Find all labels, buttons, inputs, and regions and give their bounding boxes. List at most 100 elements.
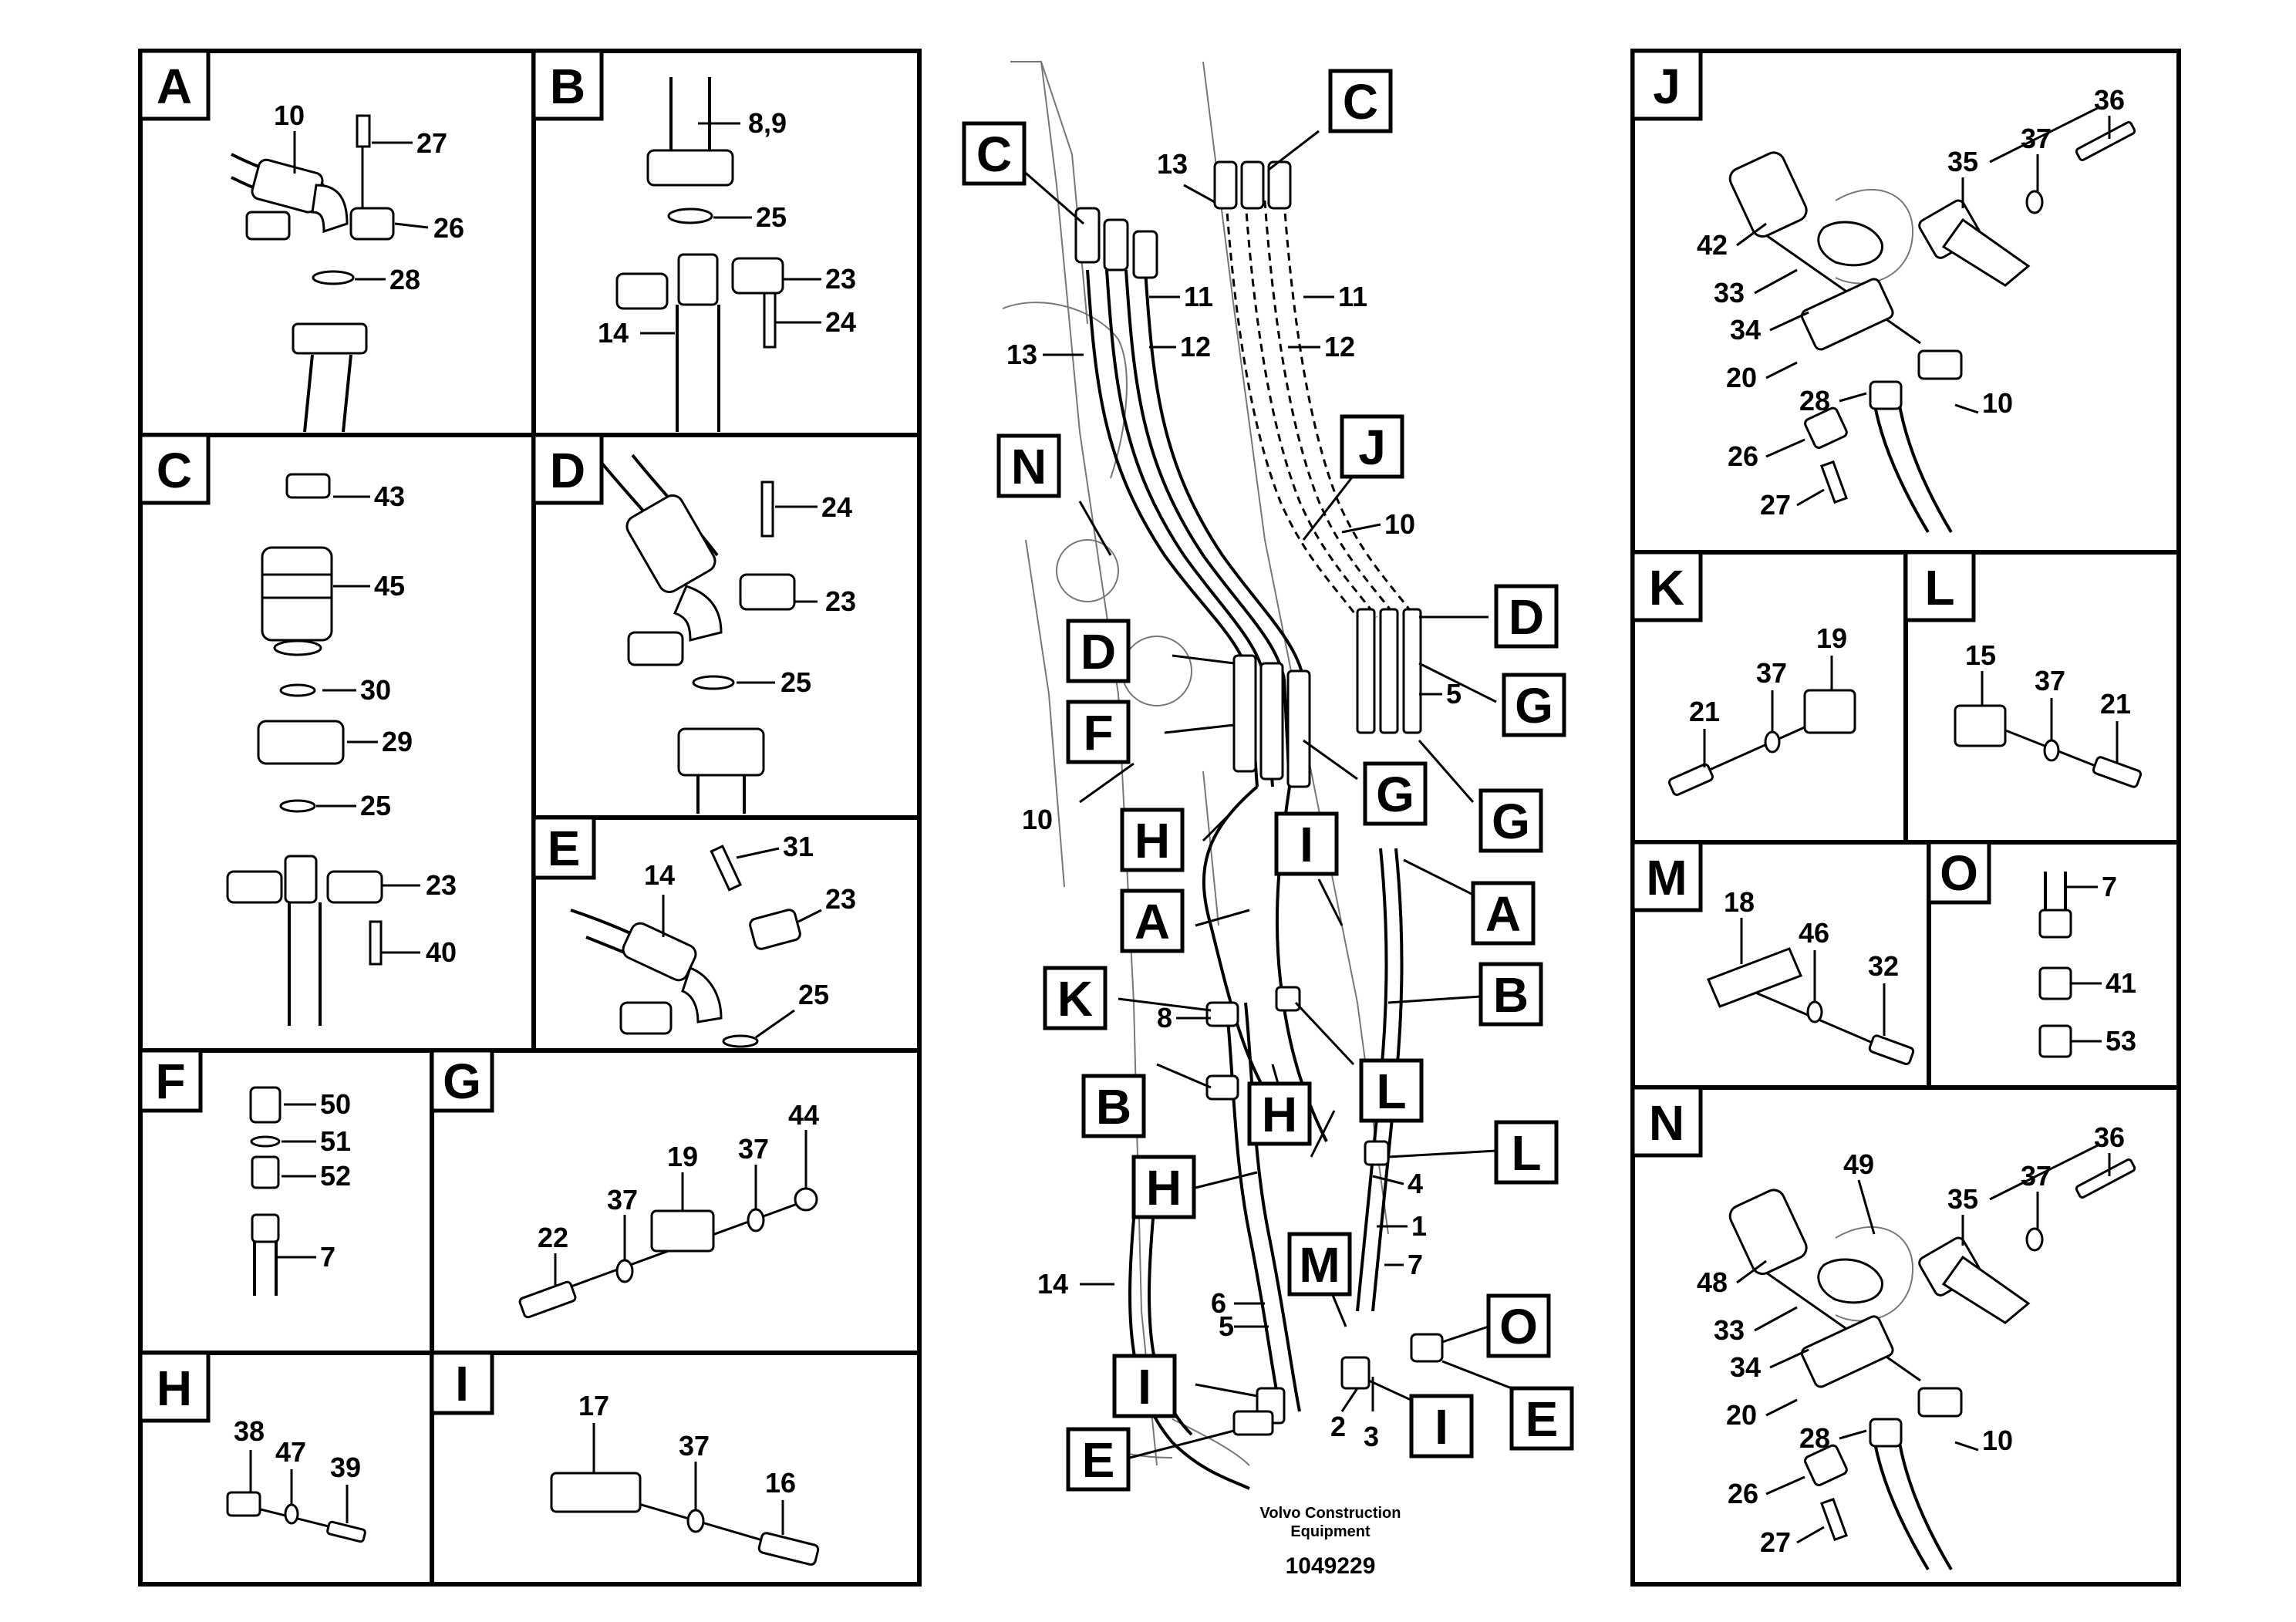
main-callout-11: 4 [1408,1168,1423,1199]
callout-h-2: 47 [275,1436,306,1468]
tag-c-1: C [962,121,1027,186]
callout-n-4: 35 [1947,1183,1978,1215]
callout-a-1: 10 [274,99,305,131]
callout-m-1: 18 [1724,886,1755,918]
callout-j-8: 28 [1799,385,1830,416]
detail-panel-o: O 7 41 53 [1927,840,2181,1090]
tag-l-1: L [1359,1058,1424,1123]
callout-k-1: 21 [1689,696,1720,727]
panel-c-label: C [157,443,192,498]
tag-j: J [1340,414,1404,479]
tag-e-2: E [1066,1427,1131,1492]
callout-b-1: 8,9 [748,107,787,139]
callout-n-12: 27 [1760,1526,1791,1558]
tag-b-2: B [1081,1074,1146,1138]
callout-g-5: 22 [538,1222,568,1253]
callout-j-7: 20 [1726,362,1757,393]
detail-panel-d: D 24 23 25 [531,433,922,820]
callout-m-3: 32 [1868,950,1899,982]
tag-i-3: I [1409,1394,1474,1458]
svg-text:H: H [1262,1087,1297,1142]
callout-c-7: 40 [426,936,457,968]
callout-k-2: 37 [1756,657,1787,689]
main-callout-4: 13 [1006,339,1037,370]
callout-j-5: 33 [1714,277,1745,309]
callout-m-2: 46 [1799,917,1829,949]
callout-f-1: 50 [320,1088,351,1120]
panel-o-label: O [1940,845,1978,901]
callout-k-3: 19 [1816,622,1847,654]
callout-b-5: 14 [598,317,629,349]
main-callout-15: 6 [1211,1287,1226,1319]
tag-g-2: G [1363,761,1428,826]
tag-h-1: H [1120,808,1185,872]
callout-o-3: 53 [2106,1025,2136,1057]
callout-i-1: 17 [578,1390,609,1421]
callout-o-2: 41 [2106,967,2136,999]
callout-b-4: 24 [825,306,856,338]
callout-g-3: 19 [667,1141,698,1172]
tag-i-2: I [1112,1354,1177,1418]
svg-text:E: E [1526,1391,1559,1447]
svg-text:C: C [1343,74,1378,130]
detail-panel-n: N 49 36 37 35 48 33 34 20 28 [1630,1085,2181,1587]
callout-a-2: 27 [416,127,447,159]
main-callout-16: 5 [1219,1310,1234,1342]
callout-f-4: 7 [320,1241,335,1273]
callout-f-3: 52 [320,1160,351,1192]
panel-k-label: K [1649,560,1684,615]
callout-b-2: 25 [756,201,787,233]
callout-j-2: 37 [2021,123,2052,154]
main-callout-9: 10 [1022,804,1053,835]
tag-h-2: H [1247,1081,1312,1146]
main-callout-7: 10 [1384,508,1415,540]
tag-m: M [1287,1232,1352,1297]
callout-o-1: 7 [2102,871,2117,902]
callout-d-1: 24 [821,491,852,523]
detail-panel-k: K 21 37 19 [1630,550,1908,845]
detail-panel-e: E 31 14 23 25 [531,815,922,1053]
tag-n: N [996,433,1061,498]
svg-text:G: G [1515,678,1553,733]
svg-text:G: G [1492,794,1530,849]
main-callout-10: 8 [1157,1002,1172,1034]
main-callout-12: 1 [1411,1210,1427,1242]
callout-c-6: 23 [426,869,457,901]
main-callout-17: 2 [1330,1411,1346,1442]
tag-a-1: A [1120,889,1185,953]
detail-panel-l: L 15 37 21 [1903,550,2181,845]
main-callout-14: 14 [1037,1268,1068,1300]
callout-f-2: 51 [320,1125,351,1157]
svg-text:I: I [1300,817,1313,872]
tag-h-3: H [1131,1155,1196,1219]
callout-n-9: 28 [1799,1422,1830,1454]
callout-l-2: 37 [2035,665,2065,696]
callout-g-1: 44 [788,1099,819,1131]
callout-g-2: 37 [738,1133,769,1165]
callout-j-4: 42 [1697,229,1728,261]
callout-l-1: 15 [1965,639,1996,671]
svg-text:L: L [1376,1064,1406,1119]
svg-text:B: B [1096,1079,1131,1135]
panel-h-label: H [157,1361,192,1416]
svg-text:N: N [1011,439,1047,494]
tag-c-2: C [1328,69,1393,133]
main-callout-18: 3 [1364,1421,1379,1452]
callout-h-1: 38 [234,1415,265,1447]
callout-a-4: 28 [389,264,420,295]
callout-d-3: 25 [781,666,811,698]
callout-c-1: 43 [374,481,405,512]
callout-c-2: 45 [374,570,405,602]
callout-b-3: 23 [825,263,856,295]
svg-text:I: I [1435,1399,1448,1455]
callout-n-3: 37 [2021,1160,2052,1192]
callout-c-4: 29 [382,726,413,757]
svg-text:D: D [1081,624,1116,679]
svg-text:G: G [1376,767,1414,822]
svg-text:C: C [976,126,1012,182]
panel-a-label: A [157,59,192,114]
panel-l-label: L [1924,560,1954,615]
panel-j-label: J [1653,59,1681,114]
main-callout-5: 11 [1338,281,1367,312]
